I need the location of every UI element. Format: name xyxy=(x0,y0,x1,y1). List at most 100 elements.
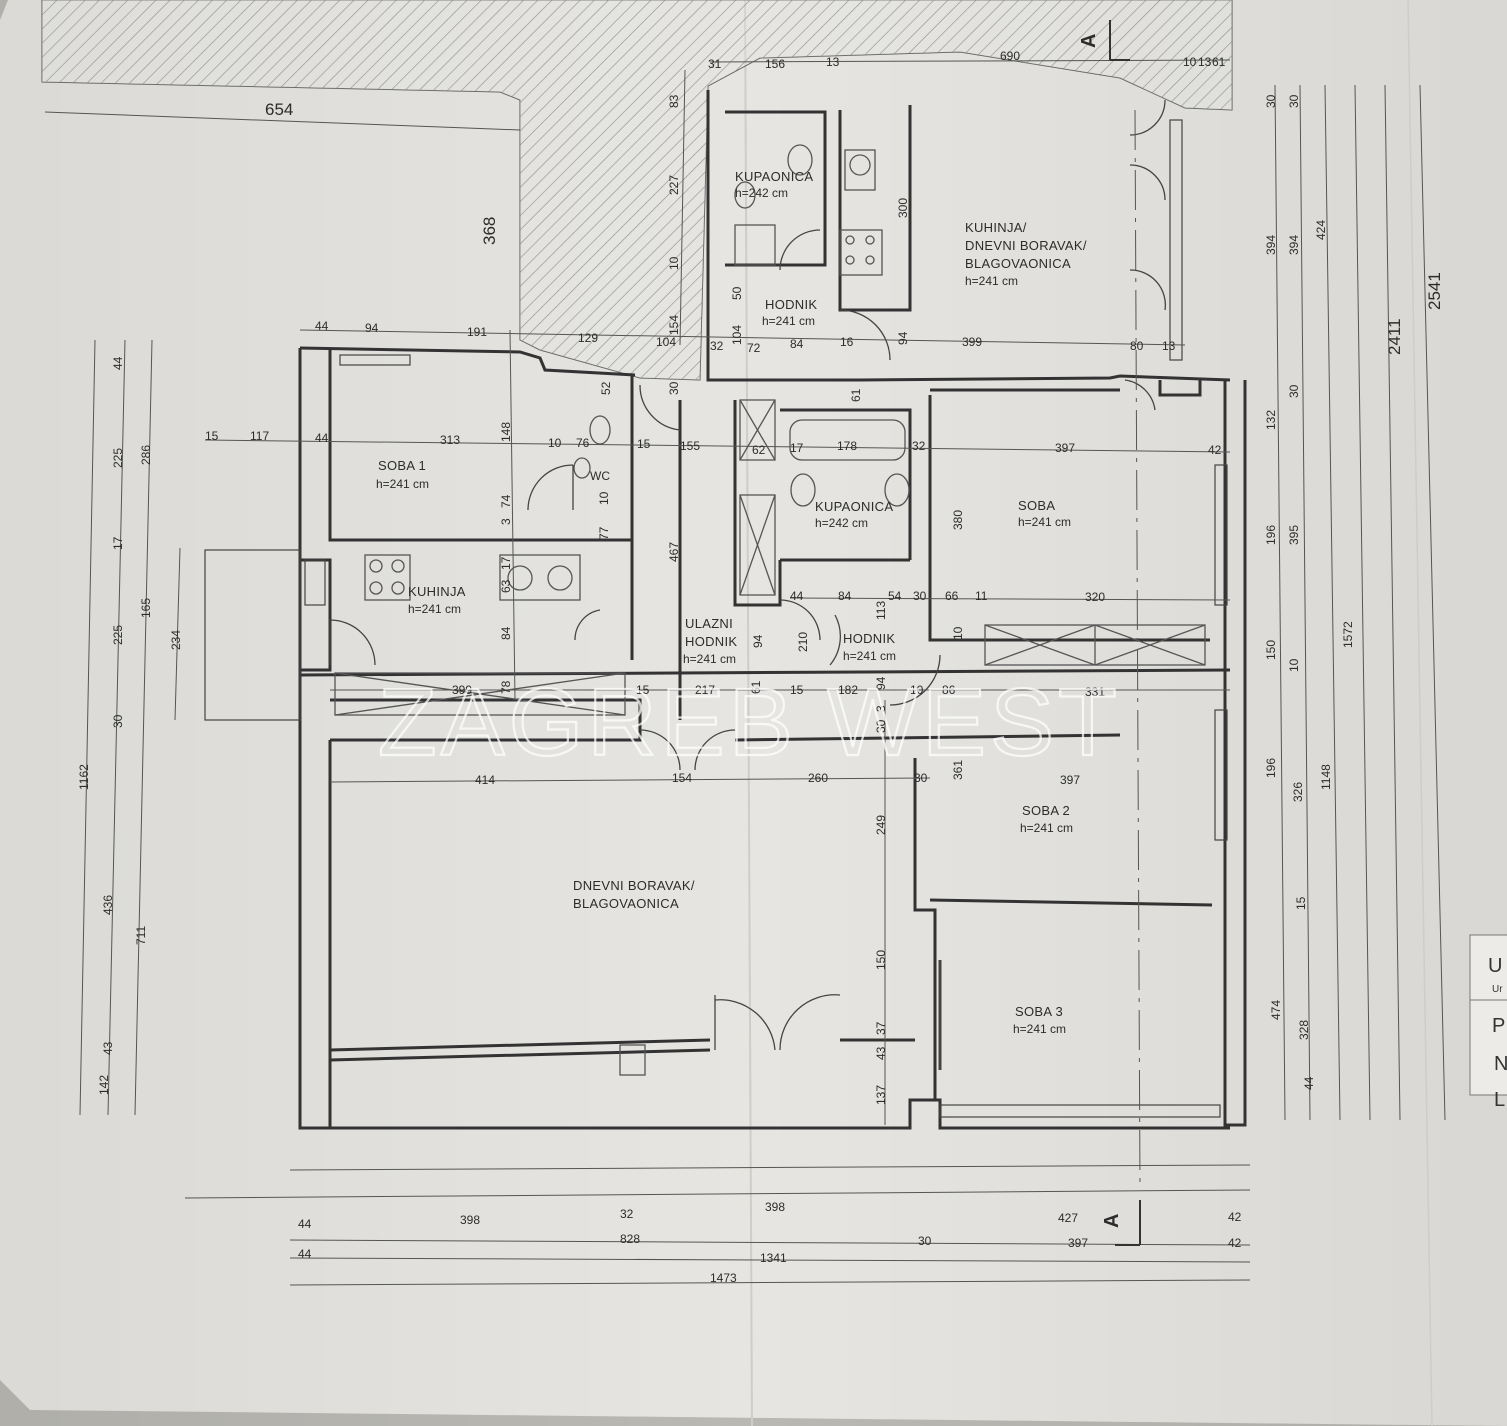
svg-text:13: 13 xyxy=(826,55,840,69)
svg-text:94: 94 xyxy=(896,331,910,345)
svg-text:15: 15 xyxy=(790,683,804,697)
svg-text:44: 44 xyxy=(315,431,329,445)
room-labels: KUPAONICA h=242 cm KUHINJA/ DNEVNI BORAV… xyxy=(376,169,1087,1036)
svg-text:196: 196 xyxy=(1264,525,1278,545)
svg-text:828: 828 xyxy=(620,1232,640,1246)
svg-text:104: 104 xyxy=(730,325,744,345)
svg-text:711: 711 xyxy=(134,926,148,945)
svg-text:331: 331 xyxy=(1085,685,1105,699)
svg-text:42: 42 xyxy=(1208,443,1222,457)
svg-text:13: 13 xyxy=(1162,339,1176,353)
title-block-c3: P xyxy=(1492,1015,1505,1037)
svg-text:84: 84 xyxy=(790,337,804,351)
svg-text:10: 10 xyxy=(1287,658,1301,672)
svg-text:h=241 cm: h=241 cm xyxy=(683,652,736,666)
svg-text:249: 249 xyxy=(874,815,888,835)
svg-text:154: 154 xyxy=(667,315,681,335)
svg-text:44: 44 xyxy=(1302,1076,1316,1090)
svg-text:31: 31 xyxy=(708,57,722,71)
windows xyxy=(204,119,1228,1118)
svg-text:84: 84 xyxy=(499,626,513,640)
svg-text:66: 66 xyxy=(945,589,959,603)
svg-text:h=241 cm: h=241 cm xyxy=(762,314,815,328)
svg-text:397: 397 xyxy=(1055,441,1075,455)
svg-text:368: 368 xyxy=(480,217,499,245)
room-soba-3: SOBA 3 xyxy=(1015,1004,1063,1019)
fixtures xyxy=(334,144,1206,1076)
svg-text:10: 10 xyxy=(951,626,965,640)
svg-text:395: 395 xyxy=(1287,525,1301,545)
svg-text:11: 11 xyxy=(975,589,988,603)
svg-text:43: 43 xyxy=(874,1046,888,1060)
svg-text:62: 62 xyxy=(752,443,766,457)
svg-text:32: 32 xyxy=(710,339,724,353)
svg-text:80: 80 xyxy=(1130,339,1144,353)
svg-text:30: 30 xyxy=(914,771,928,785)
svg-text:32: 32 xyxy=(912,439,926,453)
svg-text:17: 17 xyxy=(499,556,513,570)
stove-icon xyxy=(839,229,883,276)
svg-text:328: 328 xyxy=(1297,1020,1311,1040)
svg-text:15: 15 xyxy=(637,437,651,451)
room-soba-1: SOBA 1 xyxy=(378,458,426,473)
hatched-exterior xyxy=(41,0,1233,381)
svg-text:42: 42 xyxy=(1228,1236,1242,1250)
paper-fold xyxy=(744,0,753,1426)
svg-text:10: 10 xyxy=(1183,55,1197,69)
room-hodnik-top: HODNIK xyxy=(765,297,817,312)
svg-text:313: 313 xyxy=(440,433,460,447)
svg-text:217: 217 xyxy=(695,683,715,697)
svg-text:399: 399 xyxy=(962,335,982,349)
svg-text:44: 44 xyxy=(298,1217,312,1231)
svg-text:h=241 cm: h=241 cm xyxy=(376,477,429,491)
svg-text:182: 182 xyxy=(838,683,858,697)
room-wc: WC xyxy=(590,469,610,483)
svg-text:30: 30 xyxy=(1287,94,1301,108)
svg-text:154: 154 xyxy=(672,771,692,785)
svg-text:300: 300 xyxy=(896,198,910,218)
svg-text:260: 260 xyxy=(808,771,828,785)
toilet-icon xyxy=(790,473,816,507)
svg-text:17: 17 xyxy=(790,441,804,455)
svg-text:BLAGOVAONICA: BLAGOVAONICA xyxy=(965,256,1071,271)
wc-toilet-icon xyxy=(589,415,611,445)
svg-text:1572: 1572 xyxy=(1341,621,1355,648)
svg-text:h=242 cm: h=242 cm xyxy=(815,516,868,530)
svg-text:1148: 1148 xyxy=(1319,764,1333,790)
svg-text:178: 178 xyxy=(837,439,857,453)
svg-text:78: 78 xyxy=(499,680,513,694)
svg-text:h=241 cm: h=241 cm xyxy=(1013,1022,1066,1036)
svg-text:191: 191 xyxy=(467,325,487,339)
svg-text:61: 61 xyxy=(1212,55,1226,69)
svg-text:61: 61 xyxy=(749,680,763,694)
svg-text:94: 94 xyxy=(751,634,765,648)
svg-text:132: 132 xyxy=(1264,410,1278,430)
svg-text:30: 30 xyxy=(1287,384,1301,398)
svg-text:84: 84 xyxy=(838,589,852,603)
room-hodnik-mid: HODNIK xyxy=(843,631,895,646)
svg-text:150: 150 xyxy=(874,950,888,970)
svg-text:44: 44 xyxy=(111,356,125,370)
svg-text:42: 42 xyxy=(1228,1210,1242,1224)
svg-text:15: 15 xyxy=(636,683,650,697)
watermark: ZAGREB WEST xyxy=(378,669,1121,776)
svg-text:165: 165 xyxy=(139,598,153,618)
svg-text:76: 76 xyxy=(576,436,590,450)
svg-text:397: 397 xyxy=(1068,1236,1088,1250)
svg-text:113: 113 xyxy=(874,601,888,620)
stove-icon-2 xyxy=(364,554,411,601)
svg-text:286: 286 xyxy=(139,445,153,465)
svg-text:427: 427 xyxy=(1058,1211,1078,1225)
svg-text:234: 234 xyxy=(169,630,183,650)
svg-text:142: 142 xyxy=(97,1075,111,1095)
svg-text:225: 225 xyxy=(111,448,125,468)
title-block-c5: L xyxy=(1494,1089,1505,1111)
svg-text:156: 156 xyxy=(765,57,785,71)
svg-text:30: 30 xyxy=(667,381,681,395)
svg-text:61: 61 xyxy=(849,388,863,402)
svg-text:16: 16 xyxy=(840,335,854,349)
svg-text:DNEVNI BORAVAK/: DNEVNI BORAVAK/ xyxy=(965,238,1087,253)
svg-text:15: 15 xyxy=(1294,896,1308,910)
room-kuhinja: KUHINJA xyxy=(408,584,466,599)
svg-text:A: A xyxy=(1078,34,1100,48)
